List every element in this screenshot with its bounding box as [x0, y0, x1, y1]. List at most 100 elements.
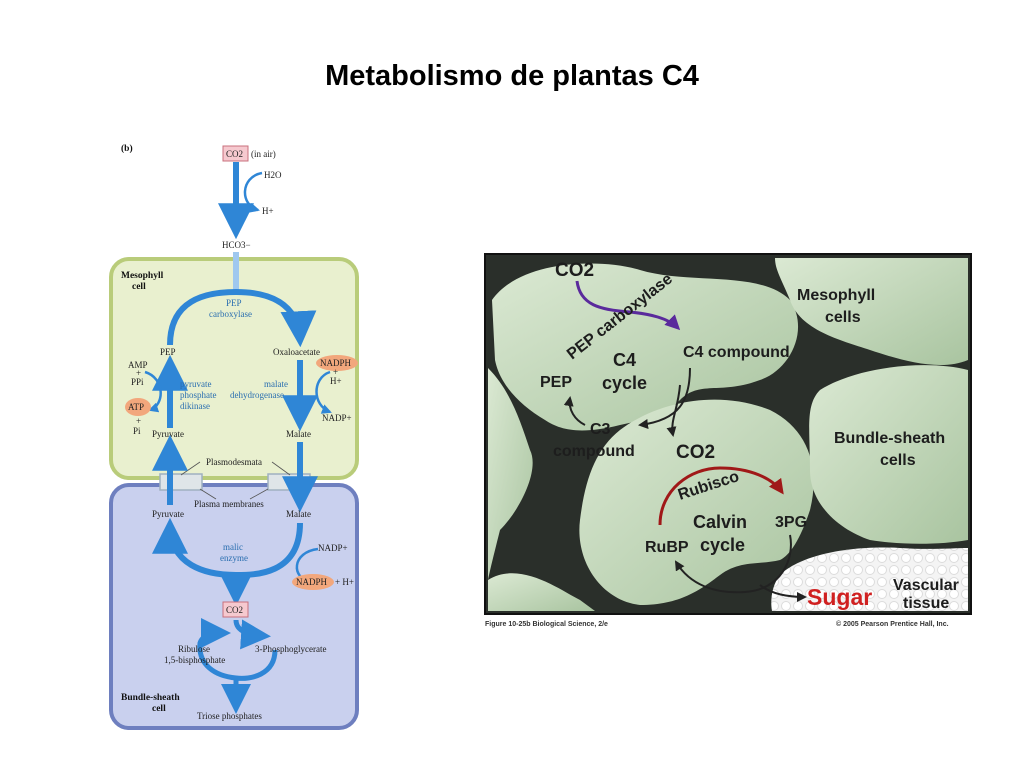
panel-label: (b): [121, 143, 133, 154]
calvin-loop-arrow: [197, 618, 278, 681]
ribulose-label-2: 1,5-bisphosphate: [164, 655, 225, 665]
vascular-tissue-shape: [771, 547, 968, 611]
right-c4-schematic: CO2 PEP carboxylase C4 compound C4 cycle…: [484, 253, 972, 628]
ppdk-label-1: pyruvate: [180, 379, 212, 389]
malic-enzyme-arc: [152, 517, 303, 579]
pep-carboxylase-label-1: PEP: [226, 298, 242, 308]
in-air-label: (in air): [251, 149, 276, 159]
hco3-label: HCO3−: [222, 240, 251, 250]
nadp-plus-label: NADP+: [322, 413, 352, 423]
nadph-h-label: NADPH: [296, 577, 328, 587]
mesophyll-cell-label-1: Mesophyll: [121, 271, 164, 281]
nadph-2-highlight: [292, 574, 334, 590]
plus-3: +: [333, 367, 338, 377]
mesophyll-cells-label-2: cells: [825, 309, 861, 326]
vascular-label-2: tissue: [903, 595, 949, 612]
left-c4-pathway-diagram: (b) CO2 (in air) H2O H+ HCO3− Mesophyll …: [109, 143, 359, 730]
h2o-side-arrow: [243, 171, 263, 213]
copyright-caption: © 2005 Pearson Prentice Hall, Inc.: [836, 620, 949, 628]
to-sugar-arrow: [759, 584, 807, 602]
pyruvate-top-label: Pyruvate: [152, 429, 184, 439]
mesophyll-cell-shape-3: [488, 368, 533, 580]
pep-carboxylase-arc: [167, 288, 317, 348]
pyruvate-bottom-label: Pyruvate: [152, 509, 184, 519]
malate-bottom-label: Malate: [286, 509, 311, 519]
membrane-leader-2: [249, 488, 269, 500]
c4-compound-label: C4 compound: [683, 344, 790, 361]
malic-enzyme-label-1: malic: [223, 542, 243, 552]
mesophyll-cell-label-2: cell: [132, 282, 146, 292]
mesophyll-cells-label-1: Mesophyll: [797, 287, 875, 304]
bundle-sheath-cell-shape-1: [579, 399, 814, 605]
atp-side-arrow: [144, 370, 162, 413]
c4-cycle-label-1: C4: [613, 350, 636, 370]
phosphoglycerate-label: 3-Phosphoglycerate: [255, 644, 326, 654]
h-plus-label: H+: [262, 206, 274, 216]
malate-top-label: Malate: [286, 429, 311, 439]
calvin-label-1: Calvin: [693, 512, 747, 532]
co2-to-pga-arrow: [233, 619, 271, 650]
figure-caption: Figure 10-25b Biological Science, 2/e: [485, 621, 608, 628]
amp-label: AMP: [128, 360, 148, 370]
plus-2: +: [136, 416, 141, 426]
ppdk-label-3: dikinase: [180, 401, 210, 411]
plasmodesmata-label: Plasmodesmata: [206, 457, 262, 467]
c3-compound-label: compound: [553, 443, 635, 460]
c4-to-co2-arrow: [666, 384, 681, 437]
bundle-sheath-cell-shape-2: [809, 365, 968, 544]
sugar-label: Sugar: [807, 584, 872, 610]
atp-label: ATP: [128, 402, 144, 412]
plasma-membranes-label: Plasma membranes: [194, 499, 264, 509]
vascular-label-1: Vascular: [893, 577, 959, 594]
co2-bs-box: [222, 601, 249, 618]
nadph-highlight: [316, 355, 358, 371]
pep-carboxylase-label-2: carboxylase: [209, 309, 252, 319]
mesophyll-cell-shape-4: [488, 573, 595, 611]
co2-bs-label: CO2: [226, 605, 243, 615]
page-title: Metabolismo de plantas C4: [325, 60, 699, 92]
co2-top-label: CO2: [555, 260, 594, 281]
membrane-leader-1: [199, 488, 217, 500]
plus-1: +: [136, 368, 141, 378]
co2-air-box: [222, 145, 249, 162]
h2o-label: H2O: [264, 170, 282, 180]
ppi-label: PPi: [131, 377, 144, 387]
co2-fixation-arrow: [575, 280, 681, 331]
co2-air-label: CO2: [226, 149, 243, 159]
c3-label: C3: [590, 421, 611, 438]
plasmodesma-right: [267, 473, 311, 491]
pg-to-rubp-arrow: [674, 534, 792, 594]
c3-to-pep-arrow: [563, 396, 586, 426]
plasmodesmata-leader-2: [271, 461, 291, 476]
pi-label: Pi: [133, 426, 141, 436]
bundle-sheath-label-2: cell: [152, 704, 166, 714]
nadph-label: NADPH: [320, 358, 352, 368]
bundle-sheath-cells-label-2: cells: [880, 452, 916, 469]
h-plus-2-label: H+: [330, 376, 342, 386]
atp-highlight: [125, 398, 151, 416]
oxaloacetate-label: Oxaloacetate: [273, 347, 320, 357]
ppdk-label-2: phosphate: [180, 390, 217, 400]
plus-h-label: + H+: [335, 577, 354, 587]
c4-to-c3-arrow: [638, 367, 691, 429]
plasmodesmata-leader-1: [180, 461, 201, 476]
mesophyll-cell-shape-2: [775, 258, 968, 366]
mdh-label-1: malate: [264, 379, 288, 389]
ribulose-label-1: Ribulose: [178, 644, 210, 654]
pep-right-label: PEP: [540, 374, 572, 391]
pep-label: PEP: [160, 347, 176, 357]
triose-phosphates-label: Triose phosphates: [197, 711, 262, 721]
nadp-plus-2-label: NADP+: [318, 543, 348, 553]
nadph-side-arrow: [315, 370, 332, 414]
rubp-label: RuBP: [645, 539, 689, 556]
bundle-sheath-label-1: Bundle-sheath: [121, 693, 180, 703]
mesophyll-cell-shape-1: [492, 263, 799, 431]
bundle-sheath-cells-label-1: Bundle-sheath: [834, 430, 945, 447]
rubisco-arrow: [658, 466, 784, 526]
plasmodesma-left: [159, 473, 203, 491]
calvin-label-2: cycle: [700, 535, 745, 555]
three-pg-label: 3PG: [775, 514, 807, 531]
c4-cycle-label-2: cycle: [602, 373, 647, 393]
malic-enzyme-label-2: enzyme: [220, 553, 248, 563]
